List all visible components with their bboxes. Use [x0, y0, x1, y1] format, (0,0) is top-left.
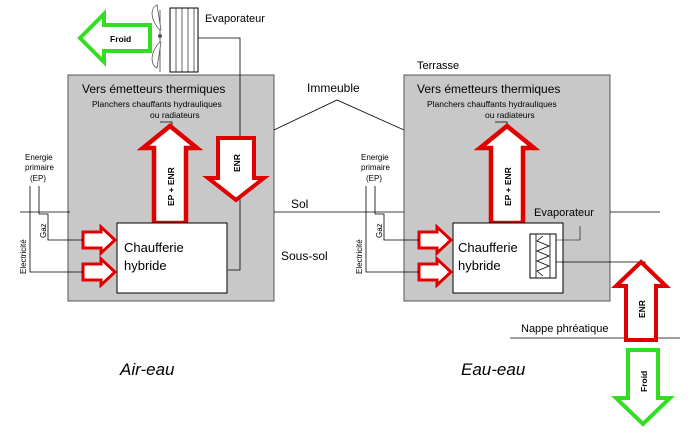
- left-energie-label2: primaire: [25, 163, 54, 172]
- right-elec-line: [365, 186, 419, 273]
- right-caption: Eau-eau: [461, 360, 526, 379]
- left-chaufferie-label2: hybride: [124, 258, 167, 273]
- terrasse-label: Terrasse: [417, 60, 459, 72]
- left-ep-enr-label: EP + ENR: [166, 167, 176, 206]
- left-gaz-input-arrow: [81, 223, 118, 257]
- right-evaporator-pointer: [556, 226, 581, 241]
- right-chaufferie-label1: Chaufferie: [458, 240, 518, 255]
- right-froid-label: Froid: [639, 371, 649, 392]
- left-caption: Air-eau: [119, 360, 175, 379]
- right-gaz-input-arrow: [417, 223, 454, 257]
- right-evaporator-coil-icon: [529, 233, 557, 279]
- sous-sol-label: Sous-sol: [281, 249, 328, 263]
- right-ep-enr-label: EP + ENR: [503, 167, 513, 206]
- left-evaporator-label: Evaporateur: [205, 13, 265, 25]
- left-gaz-label: Gaz: [39, 223, 48, 238]
- right-froid-arrow: [611, 348, 675, 427]
- right-elec-input-arrow: [417, 255, 454, 289]
- right-energie-label3: (EP): [366, 174, 382, 183]
- right-energie-label2: primaire: [361, 163, 390, 172]
- left-evaporator-unit: [169, 7, 199, 73]
- right-electricite-label: Electricité: [355, 239, 364, 274]
- right-chaufferie-label2: hybride: [458, 258, 501, 273]
- left-chaufferie-box: [116, 222, 228, 294]
- left-emitters-title: Vers émetteurs thermiques: [82, 82, 225, 96]
- right-emitters-title: Vers émetteurs thermiques: [417, 82, 560, 96]
- right-emitters-sub1: Planchers chauffants hydrauliques: [427, 99, 557, 109]
- right-enr-up-label: ENR: [637, 300, 647, 318]
- left-fan-icon: [151, 4, 162, 72]
- left-froid-arrow: [77, 9, 152, 67]
- right-emitters-sub2: ou radiateurs: [485, 110, 535, 120]
- right-energie-label1: Energie: [361, 153, 389, 162]
- left-froid-label: Froid: [110, 34, 131, 44]
- left-energie-label3: (EP): [30, 174, 46, 183]
- left-enr-down-label: ENR: [232, 154, 242, 172]
- left-chaufferie-label1: Chaufferie: [124, 240, 184, 255]
- right-evaporator-label: Evaporateur: [534, 207, 594, 219]
- roof-line: [273, 99, 405, 131]
- right-gaz-line: [374, 186, 419, 241]
- sol-label: Sol: [291, 197, 308, 211]
- right-gaz-label: Gaz: [375, 223, 384, 238]
- left-electricite-label: Electricité: [19, 239, 28, 274]
- left-gaz-line: [38, 186, 83, 241]
- left-enr-down-arrow: [202, 136, 270, 203]
- left-emitters-sub2: ou radiateurs: [150, 110, 200, 120]
- left-elec-input-arrow: [81, 255, 118, 289]
- left-energie-label1: Energie: [25, 153, 53, 162]
- nappe-label: Nappe phréatique: [521, 323, 608, 335]
- immeuble-label: Immeuble: [307, 81, 360, 95]
- left-elec-line: [29, 186, 83, 273]
- left-emitters-sub1: Planchers chauffants hydrauliques: [92, 99, 222, 109]
- right-enr-up-arrow: [611, 259, 671, 342]
